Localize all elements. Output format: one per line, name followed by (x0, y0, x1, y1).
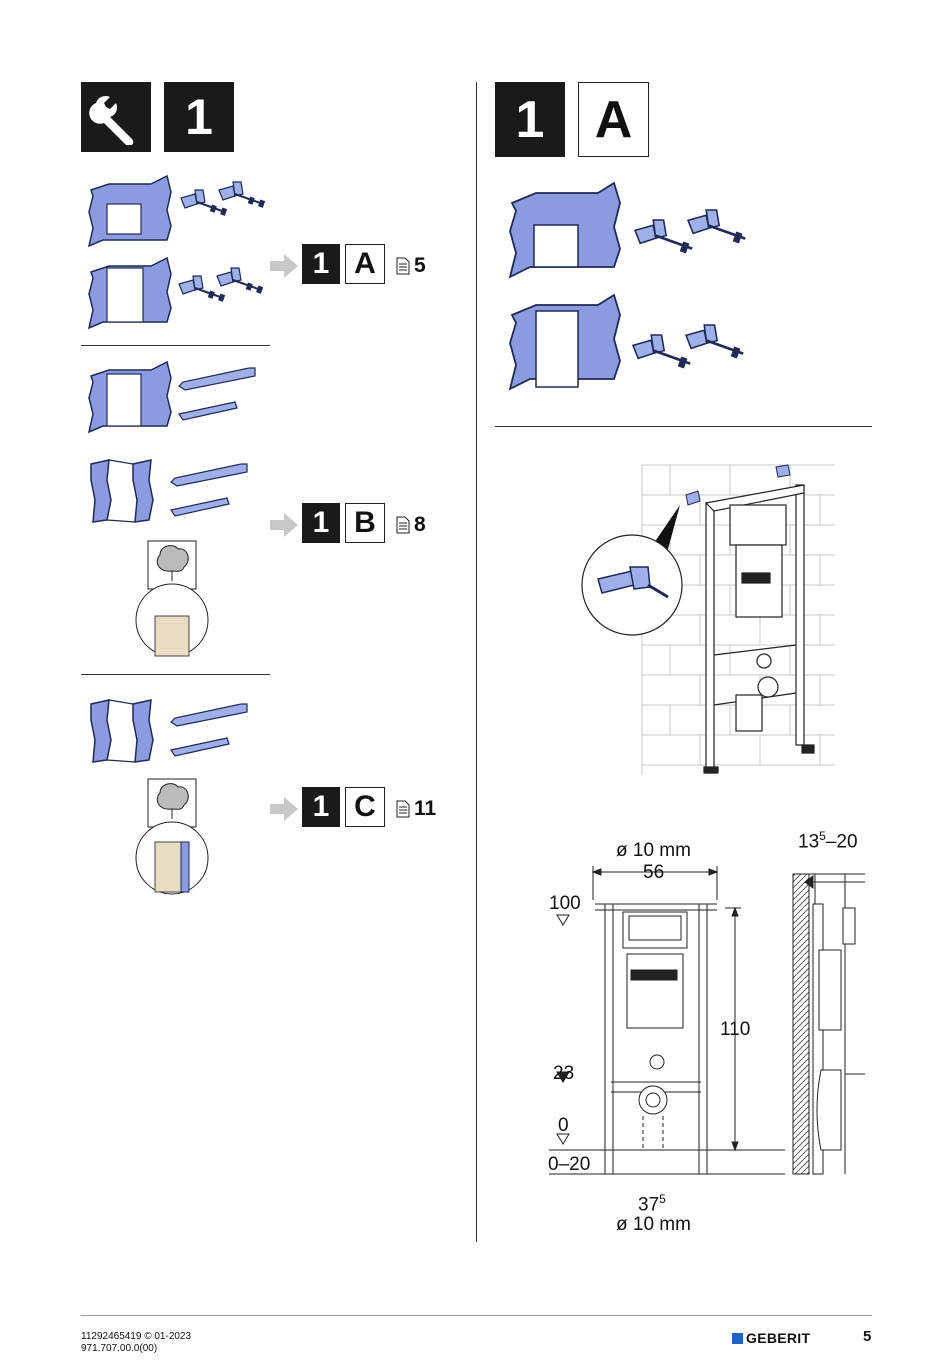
variant-letter: A (594, 90, 633, 149)
diameter-bottom-label: ø 10 mm (616, 1214, 691, 1235)
step-number: 1 (515, 90, 545, 149)
option-c-page-ref[interactable]: 11 (396, 797, 436, 821)
right-wall-illustrations (508, 181, 746, 391)
option-a-variant[interactable]: A (345, 244, 385, 284)
arrow-right-icon (270, 513, 298, 537)
separator (81, 674, 270, 675)
document-icon (396, 516, 410, 534)
step-number-box-right: 1 (495, 82, 565, 157)
doc-number: 11292465419 © 01-2023 (81, 1331, 192, 1342)
arrow-right-icon (270, 254, 298, 278)
height-label: 110 (720, 1019, 751, 1040)
brand-square-icon (732, 1332, 743, 1344)
step-number-box: 1 (164, 82, 234, 152)
floor-range-label: 0–20 (548, 1154, 591, 1175)
document-icon (396, 257, 410, 275)
option-c-variant[interactable]: C (345, 787, 385, 827)
column-divider (476, 82, 477, 1242)
option-b-step[interactable]: 1 (302, 503, 340, 543)
option-b-variant[interactable]: B (345, 503, 385, 543)
zero-level-label: 0 (558, 1115, 569, 1136)
page-number: 5 (863, 1328, 872, 1345)
article-number: 971.707.00.0(00) (81, 1343, 158, 1354)
tool-icon-box (81, 82, 151, 152)
separator (81, 345, 270, 346)
left-illustrations (88, 175, 267, 895)
mid-level-label: 23 (553, 1063, 575, 1084)
page-number: 5 (414, 254, 426, 277)
frame-wall-illustration (581, 464, 835, 775)
option-a-step[interactable]: 1 (302, 244, 340, 284)
step-number: 1 (185, 89, 213, 145)
top-level-label: 100 (549, 893, 581, 914)
option-a-page-ref[interactable]: 5 (396, 254, 426, 278)
width-label: 56 (643, 862, 665, 883)
foot-distance-label: 375 (638, 1192, 666, 1216)
page-number: 11 (414, 797, 437, 820)
depth-label: 135–20 (798, 829, 858, 853)
brand-logo: GEBERIT (732, 1330, 810, 1346)
page-number: 8 (414, 513, 426, 536)
dimension-drawing (549, 866, 865, 1175)
option-c-step[interactable]: 1 (302, 787, 340, 827)
diameter-top-label: ø 10 mm (616, 840, 691, 861)
option-b-page-ref[interactable]: 8 (396, 513, 426, 537)
document-icon (396, 800, 410, 818)
footer-rule (81, 1315, 872, 1316)
arrow-right-icon (270, 797, 298, 821)
variant-box-right: A (578, 82, 649, 157)
wrench-icon (89, 95, 134, 145)
separator (495, 426, 872, 427)
